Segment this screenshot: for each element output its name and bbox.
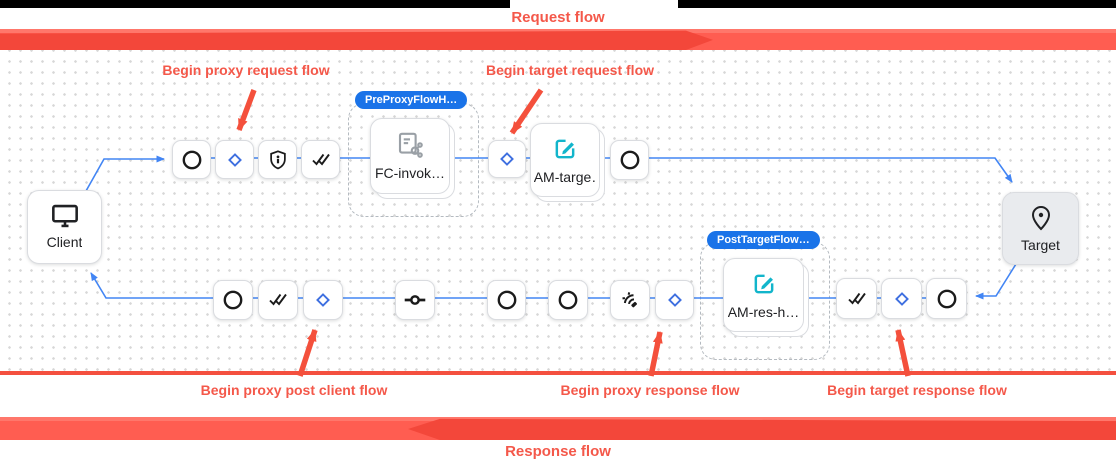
flow-callout-icon [398, 132, 423, 158]
flow-diamond-icon [500, 152, 514, 166]
circle-step-icon [497, 290, 516, 310]
top-black-bar-right [678, 0, 1116, 8]
request-flow-title: Request flow [511, 9, 605, 26]
step-node-signal[interactable] [610, 280, 650, 320]
step-node-flow-start[interactable] [655, 280, 694, 320]
canvas-bottom-border [0, 371, 1116, 375]
annotation-begin-proxy-post-client-flow: Begin proxy post client flow [200, 382, 388, 398]
client-node-label: Client [46, 234, 83, 250]
step-node-flow-start[interactable] [303, 280, 343, 320]
step-node-assert[interactable] [836, 278, 877, 319]
target-node[interactable]: Target [1002, 192, 1079, 265]
shield-verify-icon [269, 149, 286, 169]
flow-diamond-icon [894, 291, 909, 306]
pre-proxy-flowhook-badge[interactable]: PreProxyFlowH… [355, 91, 468, 109]
policy-node-label: FC-invok… [374, 165, 445, 181]
annotation-begin-target-response-flow: Begin target response flow [827, 382, 1007, 398]
circle-step-icon [223, 290, 243, 310]
policy-node-fc-invoke[interactable]: FC-invok… [370, 118, 450, 194]
step-node-circle[interactable] [213, 280, 253, 320]
step-node-assert[interactable] [258, 280, 298, 320]
step-node-circle[interactable] [487, 280, 526, 320]
annotation-begin-proxy-response-flow: Begin proxy response flow [560, 382, 740, 398]
target-node-label: Target [1021, 236, 1060, 253]
step-node-inline[interactable] [395, 280, 435, 320]
location-pin-icon [1031, 205, 1050, 230]
step-node-flow-start[interactable] [488, 140, 526, 178]
signal-waves-icon [622, 292, 637, 308]
policy-node-am-response[interactable]: AM-res-h… [723, 258, 804, 332]
double-check-icon [269, 293, 287, 306]
step-node-circle[interactable] [610, 140, 649, 180]
response-flow-band [0, 417, 1116, 440]
flow-diamond-icon [227, 152, 242, 167]
double-check-icon [847, 292, 866, 304]
policy-node-label: AM-res-h… [727, 304, 800, 320]
monitor-icon [51, 204, 78, 228]
edit-square-icon [555, 139, 575, 159]
flow-diamond-icon [316, 293, 330, 307]
double-check-icon [311, 153, 330, 165]
request-flow-arrow-icon [0, 30, 713, 50]
request-flow-band [0, 29, 1116, 50]
circle-step-icon [558, 290, 578, 310]
top-black-bar-left [0, 0, 510, 8]
step-node-assert[interactable] [301, 140, 340, 179]
step-node-verify[interactable] [258, 140, 297, 179]
circle-step-icon [620, 150, 639, 170]
flow-diamond-icon [667, 293, 682, 307]
client-node[interactable]: Client [27, 190, 102, 264]
annotation-begin-proxy-request-flow: Begin proxy request flow [162, 62, 330, 78]
step-node-circle[interactable] [926, 278, 967, 319]
annotation-begin-target-request-flow: Begin target request flow [485, 62, 655, 78]
policy-node-label: AM-targe… [533, 169, 597, 185]
inline-node-icon [404, 295, 426, 305]
circle-step-icon [182, 150, 201, 169]
step-node-flow-start[interactable] [215, 140, 254, 179]
response-flow-title: Response flow [505, 443, 611, 460]
step-node-circle[interactable] [548, 280, 588, 320]
response-flow-arrow-icon [408, 418, 1116, 440]
circle-step-icon [937, 289, 956, 308]
step-node-flow-start[interactable] [881, 278, 922, 319]
step-node-circle[interactable] [172, 140, 211, 179]
policy-node-am-target[interactable]: AM-targe… [530, 123, 600, 197]
post-target-flowhook-badge[interactable]: PostTargetFlow… [707, 231, 820, 249]
edit-square-icon [754, 274, 773, 294]
